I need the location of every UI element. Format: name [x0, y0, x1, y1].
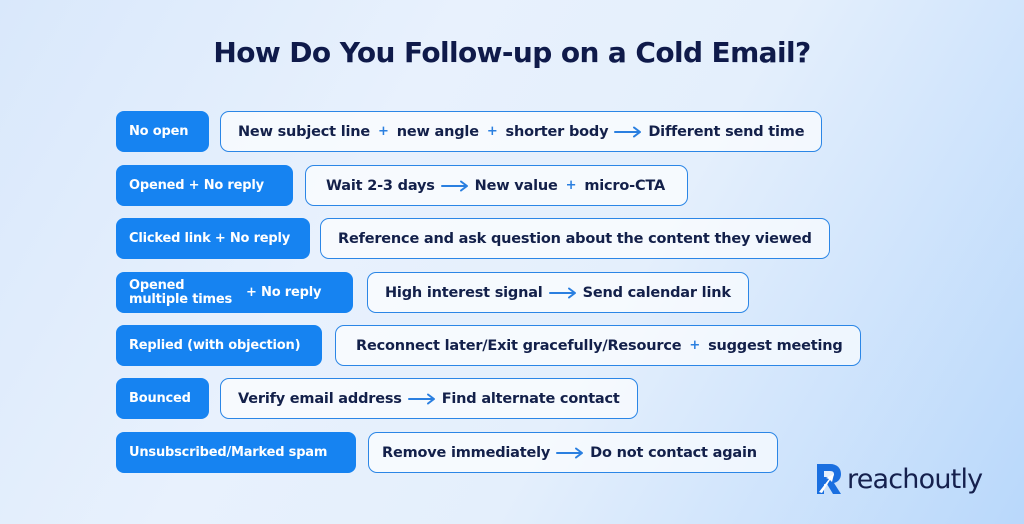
status-label: Unsubscribed/Marked spam [129, 445, 328, 460]
plus-icon: + [378, 124, 389, 139]
arrow-right-icon [614, 126, 642, 138]
action-box: Remove immediately Do not contact again [368, 432, 778, 473]
flow-row-no-open: No open New subject line + new angle + s… [116, 111, 823, 152]
brand-logo: reachoutly [815, 462, 983, 496]
action-text: Send calendar link [582, 284, 731, 301]
status-pill: Opened + No reply [116, 165, 293, 206]
action-text: Different send time [648, 123, 805, 140]
status-label-multiline: Opened multiple times [129, 277, 233, 307]
status-label: Opened + No reply [129, 178, 264, 193]
action-box: Verify email address Find alternate cont… [220, 378, 638, 419]
arrow-right-icon [556, 447, 584, 459]
arrow-right-icon [440, 180, 469, 192]
action-text: new angle [396, 123, 479, 140]
action-text: New subject line [238, 123, 371, 140]
action-box: Reconnect later/Exit gracefully/Resource… [335, 325, 861, 366]
action-text: Remove immediately [382, 444, 551, 461]
status-pill: No open [116, 111, 209, 152]
plus-icon: + [689, 338, 701, 353]
status-pill: Unsubscribed/Marked spam [116, 432, 356, 473]
status-pill: Clicked link + No reply [116, 218, 310, 259]
status-label-suffix: + No reply [246, 285, 322, 300]
action-box: Reference and ask question about the con… [320, 218, 830, 259]
status-label-line1: Opened [129, 277, 185, 293]
action-text: Find alternate contact [441, 390, 620, 407]
flow-row-replied-with-objection: Replied (with objection) Reconnect later… [116, 325, 861, 366]
action-text: suggest meeting [708, 337, 843, 354]
action-box: Wait 2-3 days New value + micro-CTA [305, 165, 688, 206]
status-pill: Opened multiple times + No reply [116, 272, 353, 313]
action-text: Verify email address [238, 390, 402, 407]
action-box: High interest signal Send calendar link [367, 272, 749, 313]
page-title: How Do You Follow-up on a Cold Email? [213, 36, 811, 69]
reachoutly-r-logo-icon [817, 464, 841, 494]
action-text: New value [474, 177, 558, 194]
action-text: shorter body [505, 123, 609, 140]
action-text: Reference and ask question about the con… [338, 230, 812, 247]
flow-row-opened-multiple-times: Opened multiple times + No reply High in… [116, 272, 749, 313]
arrow-right-icon [407, 393, 436, 405]
status-label: Clicked link + No reply [129, 231, 291, 246]
action-text: micro-CTA [584, 177, 665, 194]
action-text: Wait 2-3 days [326, 177, 435, 194]
flow-row-clicked-link-no-reply: Clicked link + No reply Reference and as… [116, 218, 830, 259]
status-pill: Replied (with objection) [116, 325, 322, 366]
status-label: No open [129, 124, 189, 139]
plus-icon: + [565, 178, 577, 193]
status-label: Replied (with objection) [129, 338, 301, 353]
action-text: Reconnect later/Exit gracefully/Resource [356, 337, 682, 354]
action-text: Do not contact again [590, 444, 757, 461]
flow-row-unsubscribed-marked-spam: Unsubscribed/Marked spam Remove immediat… [116, 432, 778, 473]
action-box: New subject line + new angle + shorter b… [220, 111, 823, 152]
flow-row-bounced: Bounced Verify email address Find altern… [116, 378, 638, 419]
flow-row-opened-no-reply: Opened + No reply Wait 2-3 days New valu… [116, 165, 688, 206]
status-label-line2: multiple times [129, 291, 233, 307]
action-text: High interest signal [385, 284, 543, 301]
status-label: Bounced [129, 391, 191, 406]
arrow-right-icon [548, 287, 577, 299]
plus-icon: + [486, 124, 498, 139]
brand-name: reachoutly [847, 463, 983, 495]
status-pill: Bounced [116, 378, 209, 419]
